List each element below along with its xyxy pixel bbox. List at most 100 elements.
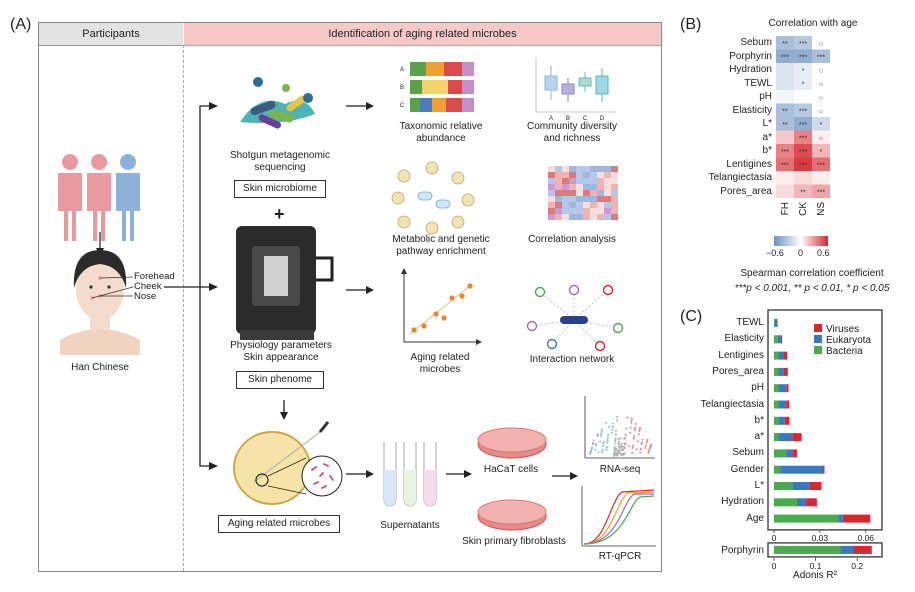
mini-heat-cell (611, 166, 618, 172)
mini-heat-cell (548, 202, 555, 208)
heatmap-row-label: Hydration (729, 64, 772, 75)
heatmap-cell (776, 76, 794, 90)
mini-heat-cell (583, 178, 590, 184)
heatmap-star: *** (799, 162, 807, 169)
volcano-point (639, 448, 642, 450)
volcano-point (622, 448, 625, 450)
volcano-point (602, 440, 605, 443)
adonis-bar-segment (792, 482, 810, 490)
volcano-point (634, 426, 637, 429)
mini-heat-cell (555, 202, 562, 208)
volcano-point (607, 433, 610, 436)
fibroblasts-label: Skin primary fibroblasts (462, 536, 566, 547)
mini-heat-cell (590, 178, 597, 184)
mini-heat-cell (562, 184, 569, 190)
heatmap-cell (776, 90, 794, 104)
mini-heat-cell (562, 202, 569, 208)
volcano-point (640, 443, 643, 446)
box-xlabel-b: B (565, 116, 570, 122)
mini-heat-cell (576, 172, 583, 178)
volcano-point (644, 446, 647, 449)
heatmap-cell (812, 76, 830, 90)
mini-heat-cell (576, 166, 583, 172)
adonis-bar-segment (774, 319, 775, 327)
adonis-category-label: Telangiectasia (700, 398, 764, 410)
volcano-point (631, 451, 634, 454)
heatmap-cell (794, 76, 812, 90)
adonis-bar-segment (796, 498, 807, 507)
heatmap-star: ○ (819, 135, 823, 142)
heatmap-star: *** (799, 41, 807, 48)
volcano-point (644, 444, 647, 447)
adonis-bar-segment (792, 433, 802, 442)
volcano-point (600, 430, 603, 433)
mini-heat-cell (583, 172, 590, 178)
mini-heat-cell (597, 202, 604, 208)
mini-heat-cell (548, 208, 555, 214)
mini-heat-cell (611, 178, 618, 184)
mini-heat-cell (583, 190, 590, 196)
mini-heat-cell (562, 190, 569, 196)
volcano-point (638, 430, 641, 432)
correlation-label: Correlation analysis (528, 234, 616, 245)
mini-heat-cell (611, 172, 618, 178)
volcano-point (597, 450, 600, 453)
mini-heat-cell (590, 196, 597, 202)
legend-viruses-swatch (814, 324, 822, 332)
mini-heat-cell (597, 208, 604, 214)
mini-heat-cell (604, 202, 611, 208)
heatmap-star: * (802, 81, 805, 88)
heatmap-row-label: pH (759, 91, 772, 102)
heatmap-star: ** (782, 122, 788, 129)
volcano-point (592, 442, 595, 445)
volcano-point (624, 433, 627, 436)
volcano-point (592, 439, 595, 442)
volcano-point (630, 421, 633, 424)
heatmap-star: *** (781, 162, 789, 169)
heatmap-star: *** (799, 149, 807, 156)
mini-heat-cell (590, 184, 597, 190)
heatmap-cell (794, 90, 812, 104)
physiology-label: Physiology parameters Skin appearance (230, 340, 332, 363)
heatmap-row-label: Telangiectasia (708, 172, 772, 183)
adonis-bar-segment (774, 319, 778, 327)
mini-heat-cell (590, 208, 597, 214)
heatmap-cell (812, 184, 830, 198)
legend-bacteria-label: Bacteria (826, 346, 863, 357)
volcano-point (647, 451, 650, 454)
mini-heat-cell (583, 202, 590, 208)
mini-heat-cell (583, 184, 590, 190)
adonis-extra-tick-label: 0 (772, 561, 777, 571)
adonis-category-label: TEWL (736, 317, 764, 328)
volcano-point (625, 427, 628, 430)
mini-heat-cell (583, 214, 590, 220)
adonis-extra-tick-label: 0.2 (851, 561, 863, 571)
adonis-bar-segment (786, 449, 793, 458)
heatmap-col-label: NS (816, 202, 827, 216)
mini-heat-cell (597, 214, 604, 220)
mini-heat-cell (562, 214, 569, 220)
mini-heat-cell (562, 166, 569, 172)
adonis-category-label: Lentigines (718, 349, 764, 361)
mini-heat-cell (597, 190, 604, 196)
volcano-point (596, 433, 599, 436)
panel-a-frame (38, 22, 662, 572)
significance-note: ***p < 0.001, ** p < 0.01, * p < 0.05 (734, 283, 890, 294)
heatmap-cell (794, 184, 812, 198)
volcano-point (602, 444, 605, 447)
adonis-extra-frame (767, 542, 883, 558)
petri-dish-icon (233, 421, 343, 505)
aging-microbes-box: Aging related microbes (218, 515, 340, 533)
heatmap-icon (548, 166, 618, 220)
volcano-point (627, 445, 630, 448)
heatmap-cell (776, 144, 794, 158)
colorbar-tick-zero: 0 (798, 248, 804, 258)
mini-heat-cell (548, 166, 555, 172)
heatmap-cell (794, 130, 812, 144)
heatmap-cell (776, 36, 794, 50)
heatmap-row-label: L* (762, 118, 772, 129)
volcano-point (645, 441, 648, 444)
adonis-category-label: pH (751, 382, 764, 394)
volcano-plot-icon (584, 396, 655, 459)
